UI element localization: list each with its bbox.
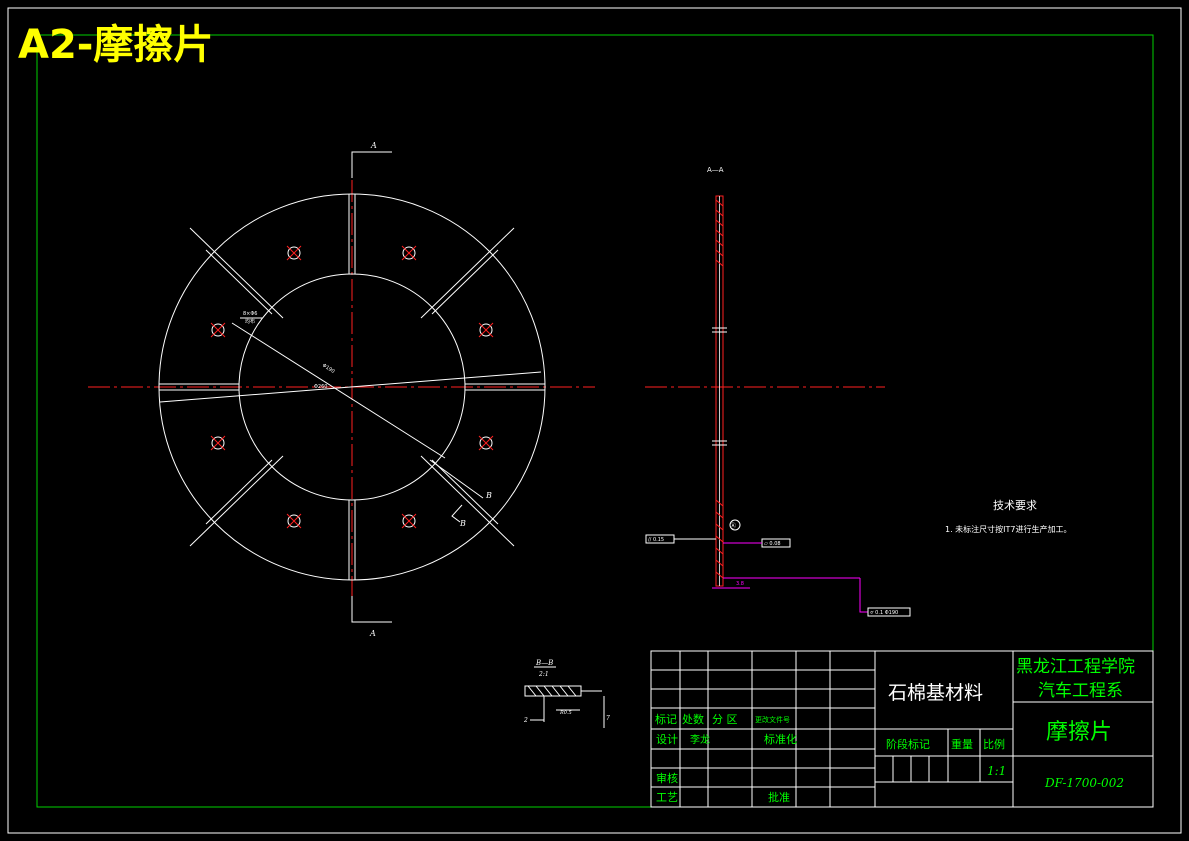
dim-outer: Φ190: [321, 363, 336, 375]
weld-symbol: Ⓐ: [730, 522, 736, 530]
sheet-title: A2-摩擦片: [18, 22, 213, 68]
drawing-number: DF-1700-002: [1044, 776, 1124, 790]
tol-parallel: // 0.15: [648, 537, 664, 543]
scale-value: 1:1: [987, 764, 1006, 778]
part-name: 摩擦片: [1046, 720, 1112, 745]
outer-frame: [7, 7, 1182, 834]
tol-runout: ⌭ 0.1 Φ190: [870, 610, 898, 616]
inner-border: [36, 34, 1154, 808]
designer-name: 李龙: [690, 733, 710, 746]
section-view: A—A Ⓐ // 0.15 ⏥ 0.08 3.8 ⌭ 0.1 Φ190: [645, 166, 911, 617]
label-stage: 阶段标记: [886, 737, 930, 751]
dim-inner: Φ260: [314, 384, 327, 390]
title-block: [650, 650, 1154, 808]
front-view: 8×Φ6 均布 Φ190 Φ260 A A B B: [88, 141, 595, 638]
b-marker-2: B: [459, 519, 466, 528]
section-marker-top: A: [370, 141, 377, 150]
section-label: A—A: [707, 166, 724, 174]
b-marker-1: B: [485, 491, 492, 500]
outer-circle: [158, 193, 546, 581]
section-marker-bottom: A: [369, 629, 376, 638]
label-design: 设计: [656, 733, 678, 746]
department-name: 汽车工程系: [1038, 681, 1123, 701]
detail-dim-a: 2: [523, 717, 528, 724]
inner-circle: [238, 273, 466, 501]
school-name: 黑龙江工程学院: [1016, 657, 1135, 677]
tol-flatness: ⏥ 0.08: [764, 541, 781, 547]
label-weight: 重量: [951, 737, 973, 751]
dim-thickness: 3.8: [736, 581, 744, 587]
dim-holes: 8×Φ6: [243, 311, 258, 317]
detail-label: B—B: [535, 659, 553, 667]
detail-scale: 2:1: [538, 671, 549, 678]
notes-item-1: 1. 未标注尺寸按IT7进行生产加工。: [945, 524, 1072, 534]
label-ratio: 比例: [983, 737, 1005, 751]
dim-holes-note: 均布: [245, 318, 255, 325]
label-approve: 批准: [768, 790, 790, 804]
label-doc: 更改文件号: [755, 715, 790, 724]
detail-dim-c: 7: [606, 715, 610, 722]
detail-dim-b: R0.5: [559, 710, 572, 716]
label-std: 标准化: [764, 732, 797, 746]
detail-view: B—B 2:1 2 R0.5 7: [523, 659, 610, 728]
label-zone: 分 区: [712, 713, 738, 726]
material: 石棉基材料: [888, 682, 983, 704]
label-mark: 标记: [655, 712, 677, 726]
label-process: 工艺: [656, 791, 678, 804]
notes-heading: 技术要求: [993, 499, 1037, 512]
label-count: 处数: [682, 713, 704, 726]
label-check: 审核: [656, 771, 678, 785]
